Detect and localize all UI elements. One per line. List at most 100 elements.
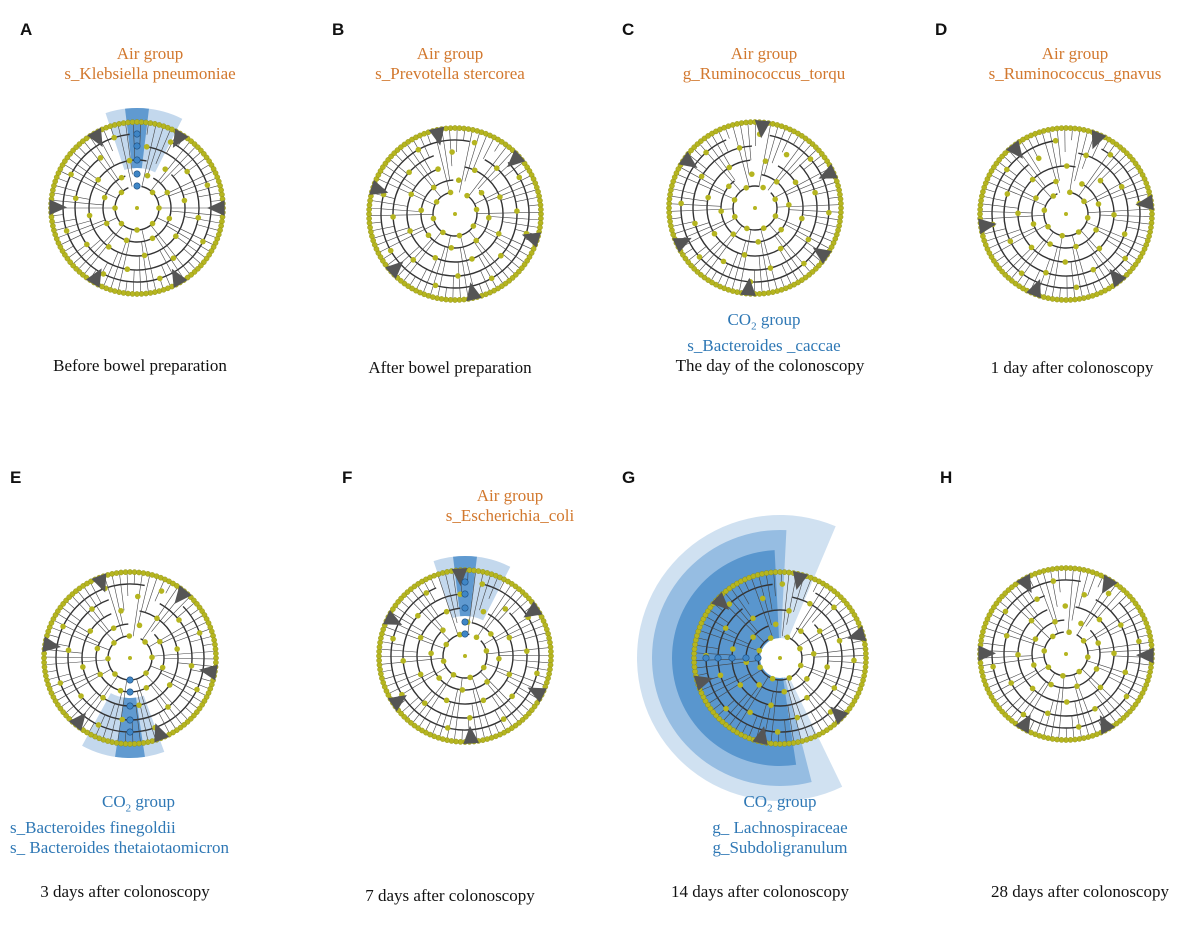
cladogram-node bbox=[407, 228, 413, 234]
cladogram-branch bbox=[419, 674, 454, 727]
cladogram-branch bbox=[46, 659, 109, 665]
cladogram-branch bbox=[982, 203, 1019, 209]
cladogram-node bbox=[141, 252, 148, 259]
cladogram-branch-arc bbox=[55, 583, 205, 733]
cladogram-branch bbox=[1096, 229, 1141, 254]
cladogram-node bbox=[456, 232, 463, 239]
cladogram-branch bbox=[84, 587, 105, 618]
cladogram-node bbox=[100, 271, 107, 277]
cladogram-node bbox=[497, 194, 503, 200]
cladogram-branch bbox=[62, 607, 81, 622]
cladogram-branch bbox=[488, 216, 539, 221]
cladogram-node bbox=[1052, 619, 1058, 625]
cladogram-node bbox=[1045, 664, 1052, 671]
cladogram-branch bbox=[372, 200, 408, 207]
cladogram-node bbox=[417, 671, 424, 678]
cladogram-branch bbox=[999, 601, 1009, 609]
cladogram-branch bbox=[58, 613, 90, 634]
cladogram-node bbox=[118, 220, 125, 227]
cladogram-node bbox=[471, 139, 478, 146]
cladogram-branch bbox=[145, 578, 158, 613]
cladogram-node bbox=[799, 215, 805, 222]
collapsed-clade-fan bbox=[87, 127, 103, 147]
cladogram-node bbox=[1029, 685, 1036, 692]
highlight-node bbox=[126, 702, 134, 710]
cladogram-branch bbox=[1035, 135, 1040, 146]
cladogram-node bbox=[807, 600, 813, 607]
cladogram-tip-node bbox=[538, 206, 544, 213]
collapsed-clade-fan bbox=[466, 282, 482, 302]
cladogram-node bbox=[473, 237, 480, 244]
cladogram-branch bbox=[803, 155, 822, 170]
cladogram-branch bbox=[1123, 601, 1132, 608]
cladogram-branch bbox=[477, 151, 513, 190]
highlight-node bbox=[754, 654, 762, 662]
cladogram-branch bbox=[771, 129, 786, 164]
cladogram-branch bbox=[125, 124, 133, 175]
cladogram-branch bbox=[731, 240, 747, 289]
cladogram-tip-node bbox=[863, 650, 869, 657]
cladogram-branch bbox=[197, 192, 220, 198]
cladogram-branch bbox=[793, 135, 799, 145]
cladogram-node bbox=[156, 205, 162, 211]
cladogram-branch bbox=[67, 601, 75, 609]
cladogram-node bbox=[498, 252, 504, 259]
highlight-node bbox=[461, 590, 469, 598]
cladogram-branch bbox=[423, 258, 438, 292]
cladogram-branch bbox=[737, 585, 750, 605]
cladogram-branch bbox=[985, 628, 1046, 648]
cladogram-node bbox=[406, 169, 412, 176]
cladogram-branch bbox=[90, 137, 119, 180]
cladogram-branch bbox=[1100, 154, 1127, 181]
cladogram-node bbox=[63, 228, 70, 234]
cladogram-node bbox=[149, 220, 156, 227]
cladogram-node bbox=[443, 641, 450, 648]
cladogram-branch bbox=[150, 142, 190, 191]
collapsed-clade-fan bbox=[830, 706, 849, 725]
cladogram-branch-arc bbox=[692, 145, 818, 271]
collapsed-clade-fan bbox=[507, 149, 526, 168]
cladogram-branch bbox=[1011, 239, 1045, 279]
cladogram-node bbox=[117, 687, 124, 694]
cladogram-branch bbox=[675, 181, 685, 186]
cladogram-branch bbox=[402, 696, 419, 713]
cladogram-node bbox=[170, 255, 177, 261]
cladogram-branch bbox=[49, 634, 59, 638]
cladogram-branch bbox=[756, 703, 767, 739]
cladogram-branch bbox=[51, 627, 110, 651]
cladogram-branch bbox=[1124, 627, 1146, 635]
cladogram-branch bbox=[54, 218, 77, 224]
cladogram-node bbox=[1073, 243, 1079, 250]
cladogram-branch bbox=[210, 200, 221, 202]
cladogram-node bbox=[1066, 629, 1072, 636]
cladogram-branch bbox=[53, 672, 100, 694]
cladogram-b bbox=[366, 125, 544, 303]
cladogram-branch bbox=[677, 220, 724, 241]
cladogram-node bbox=[1032, 636, 1039, 642]
cladogram-branch bbox=[787, 705, 794, 741]
cladogram-node bbox=[196, 630, 203, 636]
cladogram-node bbox=[390, 214, 396, 220]
cladogram-node bbox=[436, 675, 442, 681]
cladogram-node bbox=[149, 235, 156, 242]
cladogram-node bbox=[1078, 620, 1084, 627]
cladogram-branch bbox=[982, 655, 1033, 659]
highlight-node bbox=[133, 170, 141, 178]
cladogram-node bbox=[1003, 632, 1010, 639]
cladogram-branch bbox=[827, 660, 864, 664]
cladogram-node bbox=[1028, 617, 1035, 624]
cladogram-node bbox=[157, 275, 163, 282]
cladogram-node bbox=[726, 183, 732, 190]
cladogram-node bbox=[488, 275, 495, 282]
cladogram-node bbox=[1095, 201, 1102, 207]
cladogram-branch bbox=[1004, 595, 1051, 640]
cladogram-node bbox=[1062, 259, 1069, 265]
cladogram-node bbox=[749, 171, 755, 177]
cladogram-branch-arc bbox=[1003, 595, 1129, 717]
cladogram-node bbox=[154, 615, 160, 622]
cladogram-branch bbox=[1028, 138, 1039, 159]
cladogram-branch bbox=[1120, 264, 1128, 272]
cladogram-node bbox=[112, 671, 118, 677]
cladogram-node bbox=[804, 694, 810, 701]
cladogram-branch bbox=[821, 681, 854, 700]
